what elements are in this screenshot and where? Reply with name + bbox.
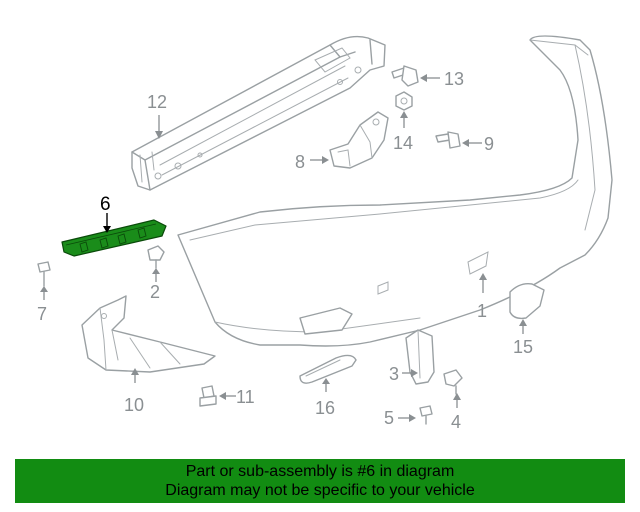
svg-text:3: 3	[389, 364, 399, 384]
svg-text:8: 8	[295, 152, 305, 172]
callout-12: 12	[147, 92, 167, 139]
callout-6: 6	[100, 194, 111, 233]
callout-2: 2	[150, 268, 160, 302]
callout-8: 8	[295, 152, 329, 172]
svg-text:7: 7	[37, 304, 47, 324]
part-2-clip[interactable]	[147, 245, 165, 269]
callout-11: 11	[219, 387, 255, 407]
svg-text:4: 4	[451, 412, 461, 432]
part-15-cover-cap[interactable]	[509, 282, 545, 320]
banner-line-1: Part or sub-assembly is #6 in diagram	[185, 463, 455, 480]
svg-text:5: 5	[384, 408, 394, 428]
callout-4: 4	[451, 393, 461, 432]
callout-5: 5	[384, 408, 416, 428]
info-banner: Part or sub-assembly is #6 in diagram Di…	[15, 459, 625, 503]
svg-text:10: 10	[124, 395, 144, 415]
svg-text:15: 15	[513, 337, 533, 357]
part-9-screw[interactable]	[435, 131, 461, 149]
svg-text:1: 1	[477, 301, 487, 321]
svg-text:9: 9	[484, 134, 494, 154]
callout-16: 16	[315, 378, 335, 418]
svg-text:6: 6	[100, 194, 111, 215]
svg-text:13: 13	[444, 69, 464, 89]
part-5-small-clip[interactable]	[419, 405, 433, 425]
callout-9: 9	[462, 134, 494, 154]
part-11-fastener[interactable]	[199, 385, 217, 407]
svg-text:2: 2	[150, 282, 160, 302]
part-7-screw[interactable]	[37, 261, 51, 287]
svg-text:11: 11	[236, 387, 255, 407]
callout-3: 3	[389, 364, 418, 384]
svg-text:16: 16	[315, 398, 335, 418]
part-8-side-bracket[interactable]	[329, 111, 389, 169]
part-13-bolt[interactable]	[391, 65, 419, 87]
banner-line-2: Diagram may not be specific to your vehi…	[165, 482, 475, 499]
part-4-push-clip[interactable]	[443, 369, 463, 395]
callout-1: 1	[477, 273, 487, 321]
callout-14: 14	[393, 111, 413, 153]
callout-7: 7	[37, 286, 48, 324]
part-3-lower-bracket[interactable]	[405, 329, 435, 385]
callout-13: 13	[420, 69, 464, 89]
part-16-reflector[interactable]	[299, 354, 357, 384]
part-10-air-guide[interactable]	[81, 295, 216, 373]
callout-15: 15	[513, 319, 533, 357]
part-12-reinforcement-beam[interactable]	[131, 35, 386, 191]
svg-text:14: 14	[393, 133, 413, 153]
part-14-nut[interactable]	[395, 91, 413, 111]
part-6-highlighted-bracket[interactable]	[61, 219, 167, 257]
part-1-bumper-cover[interactable]	[177, 35, 613, 347]
callout-10: 10	[124, 368, 144, 415]
svg-text:12: 12	[147, 92, 167, 112]
